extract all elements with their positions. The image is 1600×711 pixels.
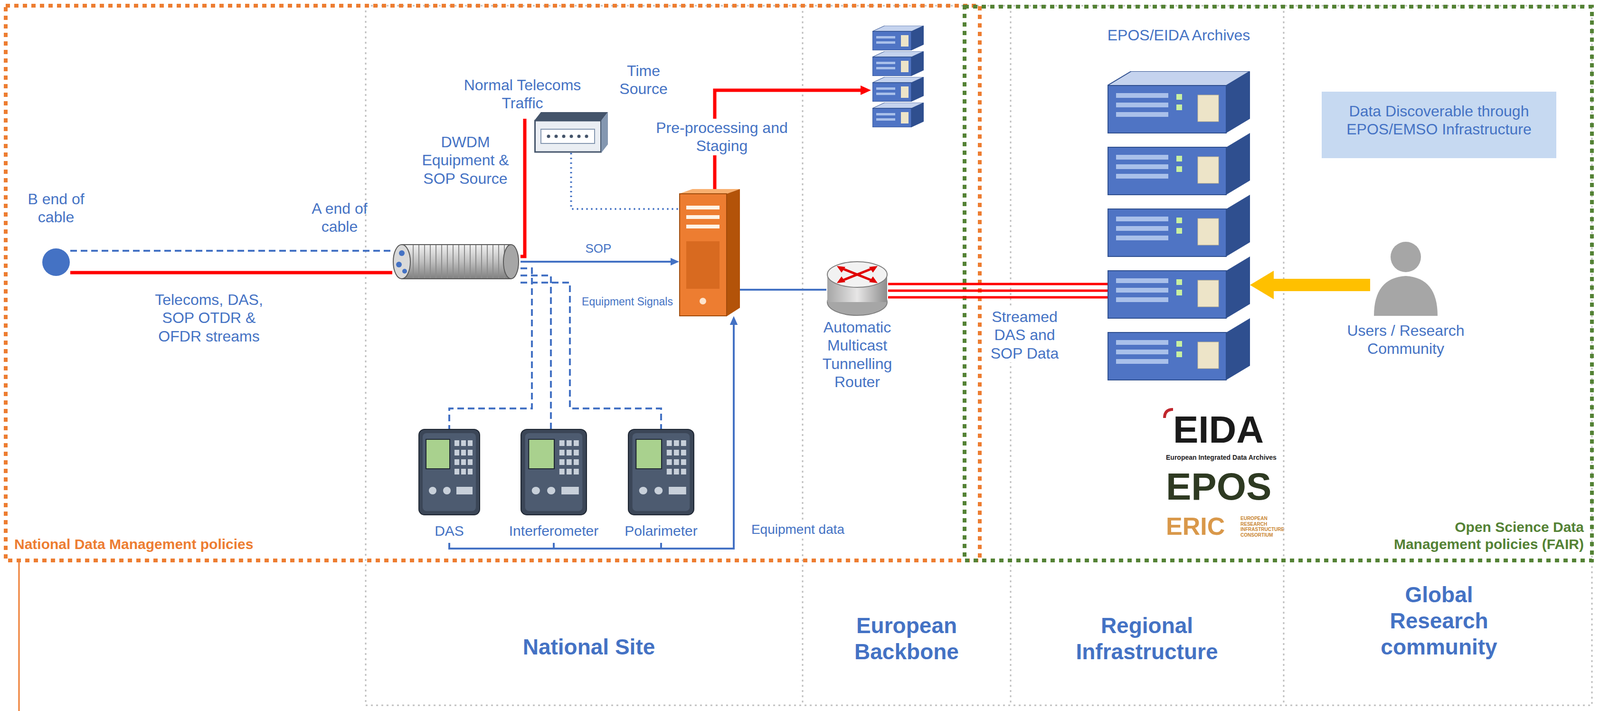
connector-line	[1273, 278, 1371, 292]
connector-line	[520, 260, 671, 263]
connector	[520, 261, 671, 263]
column-label: National Site	[474, 634, 703, 661]
node-label: EPOS/EIDA Archives	[1098, 26, 1260, 45]
archives-icon	[1107, 71, 1250, 395]
node-label: Polarimeter	[604, 522, 719, 540]
region-edge-line	[18, 562, 20, 711]
region-label: National Data Management policies	[14, 535, 347, 553]
connector-label: Telecoms, DAS, SOP OTDR & OFDR streams	[142, 290, 276, 346]
connector-line	[70, 271, 393, 275]
line-label: Normal Telecoms Traffic	[441, 75, 604, 113]
connector-label: SOP	[581, 241, 616, 256]
connector	[520, 275, 551, 429]
node-label: Users / Research Community	[1310, 321, 1501, 359]
connector-line	[571, 152, 680, 209]
telecom-traffic-line	[520, 118, 525, 257]
cable-end-circle: B end of cable	[41, 247, 71, 277]
node-label: B end of cable	[20, 189, 92, 227]
connector	[571, 152, 680, 209]
dwdm-icon	[392, 242, 521, 281]
connector-label: Equipment data	[743, 521, 853, 538]
logo-mark	[1164, 409, 1174, 418]
connector-line	[449, 268, 532, 429]
column-divider	[1283, 5, 1285, 706]
logo-text: European Integrated Data Archives	[1165, 453, 1283, 462]
connector-line	[888, 296, 1108, 299]
connector-line	[70, 249, 393, 252]
connector	[449, 324, 734, 549]
connector	[888, 284, 1108, 298]
server-icon	[679, 189, 740, 317]
connector-line	[739, 288, 827, 291]
region-label: Open Science Data Management policies (F…	[1365, 518, 1584, 553]
line-label: Equipment Signals	[575, 295, 680, 309]
router-icon	[826, 260, 889, 317]
node-label: DWDM Equipment & SOP Source	[417, 132, 513, 188]
person-icon	[1370, 239, 1442, 316]
connector-label: Streamed DAS and SOP Data	[985, 307, 1064, 363]
discovery-box: Data Discoverable through EPOS/EMSO Infr…	[1321, 91, 1557, 159]
staging-server: Pre-processing and Staging	[679, 189, 740, 317]
user-figure: Users / Research Community	[1370, 239, 1442, 316]
device-icon	[520, 428, 587, 516]
logo-text: ERIC	[1165, 513, 1242, 539]
multicast-router: Automatic Multicast Tunnelling Router	[826, 260, 889, 317]
line-label: A end of cable	[303, 199, 376, 237]
time-source-box: Time Source	[534, 112, 608, 153]
national-policy-region	[5, 5, 980, 561]
connector-line	[888, 289, 1108, 293]
archive-rack: EPOS/EIDA Archives	[1107, 71, 1250, 395]
connector	[449, 268, 532, 429]
column-label: Global Research community	[1372, 581, 1506, 661]
logo-text: EUROPEAN RESEARCH INFRASTRUCTURE CONSORT…	[1240, 515, 1282, 538]
node-label: Pre-processing and Staging	[650, 118, 794, 156]
connector	[1273, 284, 1371, 286]
timebox-icon	[534, 112, 608, 153]
logo-text: EIDA	[1173, 410, 1288, 449]
node-label: Automatic Multicast Tunnelling Router	[809, 318, 905, 392]
node-label: Time Source	[617, 61, 670, 99]
instrument-unit: Interferometer	[520, 428, 587, 543]
column-label: European Backbone	[825, 612, 988, 665]
column-divider	[802, 5, 804, 706]
connector	[739, 289, 827, 291]
dwdm-equipment: DWDM Equipment & SOP Source	[392, 242, 521, 281]
staging-rack	[872, 25, 924, 128]
connector-line	[888, 283, 1108, 286]
node-label: Interferometer	[496, 522, 611, 540]
instrument-unit: DAS	[418, 428, 481, 543]
device-icon	[627, 428, 695, 516]
instrument-unit: Polarimeter	[627, 428, 695, 543]
connector-line	[520, 275, 551, 429]
node-label: Data Discoverable through EPOS/EMSO Infr…	[1321, 91, 1557, 150]
logo-text: EPOS	[1165, 467, 1283, 506]
circle-icon	[41, 247, 71, 277]
column-label: Regional Infrastructure	[1051, 612, 1242, 665]
node-label: DAS	[401, 522, 497, 540]
connector-line	[449, 324, 734, 549]
connector	[70, 250, 393, 273]
device-icon	[418, 428, 481, 516]
